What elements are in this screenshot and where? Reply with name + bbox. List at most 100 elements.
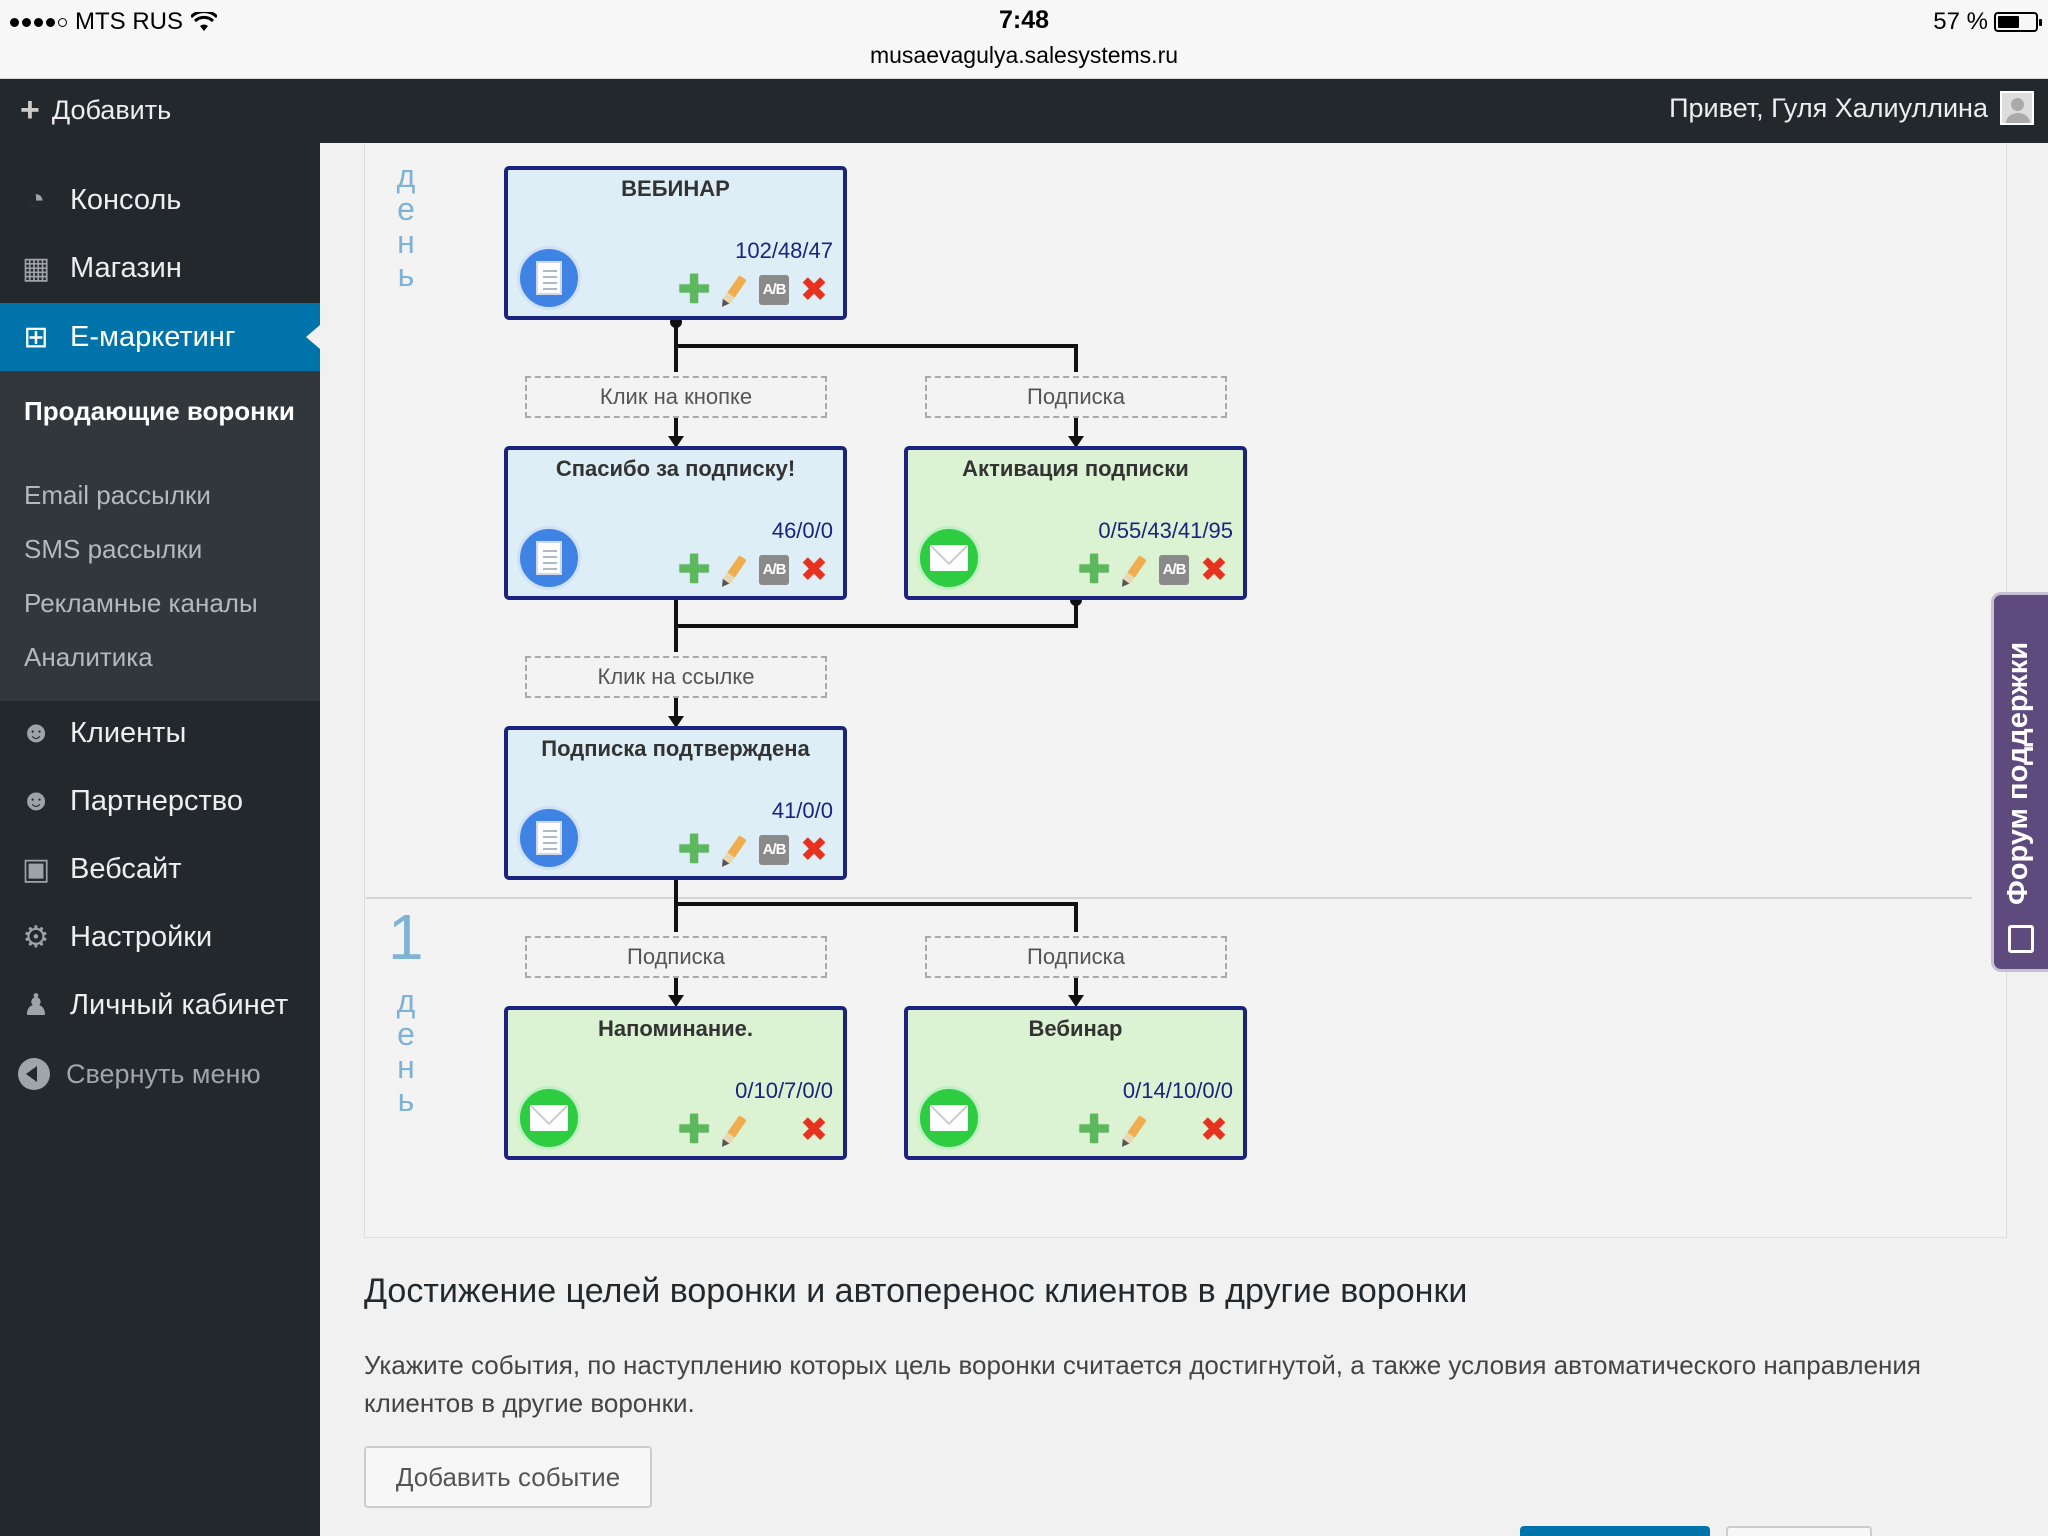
website-icon: ▣ xyxy=(21,852,51,886)
submenu-item-email[interactable]: Email рассылки xyxy=(24,480,211,510)
add-new-label: Добавить xyxy=(51,94,172,125)
sidebar-item-store[interactable]: ▦ Магазин xyxy=(0,234,320,302)
delete-icon[interactable]: ✖ xyxy=(1199,551,1229,589)
edit-pencil-icon[interactable] xyxy=(1118,1114,1150,1146)
add-step-icon[interactable]: ✚ xyxy=(1077,1108,1111,1152)
add-step-icon[interactable]: ✚ xyxy=(677,828,711,872)
add-step-icon[interactable]: ✚ xyxy=(1077,548,1111,592)
sidebar-item-website[interactable]: ▣ Вебсайт xyxy=(0,835,320,903)
edit-pencil-icon[interactable] xyxy=(718,274,750,306)
delete-icon[interactable]: ✖ xyxy=(1199,1111,1229,1149)
submenu-item-sms[interactable]: SMS рассылки xyxy=(24,534,203,564)
avatar[interactable] xyxy=(2000,91,2034,125)
delete-icon[interactable]: ✖ xyxy=(799,1111,829,1149)
add-step-icon[interactable]: ✚ xyxy=(677,268,711,312)
edit-pencil-icon[interactable] xyxy=(718,834,750,866)
condition-click-button[interactable]: Клик на кнопке xyxy=(525,376,827,418)
condition-subscribe[interactable]: Подписка xyxy=(925,376,1227,418)
edit-pencil-icon[interactable] xyxy=(1118,554,1150,586)
submenu xyxy=(0,371,320,701)
secondary-button-partial[interactable] xyxy=(1726,1526,1872,1536)
add-step-icon[interactable]: ✚ xyxy=(677,548,711,592)
address-bar[interactable]: musaevagulya.salesystems.ru xyxy=(869,42,1179,68)
ab-test-icon[interactable]: A/B xyxy=(758,274,790,306)
add-new-button[interactable]: + Добавить xyxy=(20,93,171,127)
collapse-arrow-icon xyxy=(18,1058,50,1090)
node-stats: 41/0/0 xyxy=(771,798,833,823)
add-event-button[interactable]: Добавить событие xyxy=(364,1446,652,1508)
add-step-icon[interactable]: ✚ xyxy=(677,1108,711,1152)
greeting-text: Привет, Гуля Халиуллина xyxy=(1669,92,1988,123)
funnel-node-activation[interactable]: Активация подписки 0/55/43/41/95 ✚ A/B ✖ xyxy=(904,446,1247,600)
node-title: Активация подписки xyxy=(962,456,1189,481)
sidebar-item-label: Консоль xyxy=(70,183,182,216)
day-number-1: 1 xyxy=(388,901,424,973)
ios-status-bar: MTS RUS 7:48 musaevagulya.salesystems.ru… xyxy=(0,0,2048,79)
sidebar-item-label: Е-маркетинг xyxy=(70,320,236,353)
funnel-node-reminder[interactable]: Напоминание. 0/10/7/0/0 ✚ ✖ xyxy=(504,1006,847,1160)
sidebar-item-label: Настройки xyxy=(70,920,213,953)
sidebar-item-console[interactable]: ◔ Консоль xyxy=(0,166,320,234)
clock: 7:48 xyxy=(998,6,1050,34)
carrier: MTS RUS xyxy=(10,8,217,36)
forum-label: Форум поддержки xyxy=(2002,641,2034,905)
funnel-node-confirmed[interactable]: Подписка подтверждена 41/0/0 ✚ A/B ✖ xyxy=(504,726,847,880)
submenu-item-funnels[interactable]: Продающие воронки xyxy=(24,396,295,426)
sidebar-item-profile[interactable]: ♟ Личный кабинет xyxy=(0,971,320,1039)
delete-icon[interactable]: ✖ xyxy=(799,551,829,589)
condition-subscribe-2[interactable]: Подписка xyxy=(525,936,827,978)
sidebar: ◔ Консоль ▦ Магазин ⊞ Е-маркетинг ☻ Клие… xyxy=(0,143,320,1536)
day-separator xyxy=(366,897,1972,899)
submenu-item-analytics[interactable]: Аналитика xyxy=(24,642,153,672)
admin-bar: + Добавить Привет, Гуля Халиуллина xyxy=(0,79,2048,143)
sidebar-item-settings[interactable]: ⚙ Настройки xyxy=(0,903,320,971)
sidebar-item-label: Магазин xyxy=(70,251,182,284)
carrier-name: MTS RUS xyxy=(75,8,183,35)
funnel-node-webinar-2[interactable]: Вебинар 0/14/10/0/0 ✚ ✖ xyxy=(904,1006,1247,1160)
collapse-label: Свернуть меню xyxy=(66,1058,261,1089)
node-stats: 0/14/10/0/0 xyxy=(1122,1078,1233,1103)
node-title: Подписка подтверждена xyxy=(541,736,810,761)
section-title: Достижение целей воронки и автоперенос к… xyxy=(364,1272,1468,1310)
support-forum-tab[interactable]: Форум поддержки xyxy=(1991,592,2048,972)
page-icon[interactable] xyxy=(517,526,581,590)
plus-icon: + xyxy=(20,91,40,129)
node-stats: 102/48/47 xyxy=(735,238,833,263)
sidebar-item-clients[interactable]: ☻ Клиенты xyxy=(0,699,320,767)
sidebar-item-partners[interactable]: ☻ Партнерство xyxy=(0,767,320,835)
funnel-node-webinar[interactable]: ВЕБИНАР 102/48/47 ✚ A/B ✖ xyxy=(504,166,847,320)
submenu-item-ad-channels[interactable]: Рекламные каналы xyxy=(24,588,258,618)
node-stats: 0/55/43/41/95 xyxy=(1098,518,1233,543)
edit-pencil-icon[interactable] xyxy=(718,554,750,586)
page-icon[interactable] xyxy=(517,806,581,870)
email-icon[interactable] xyxy=(917,1086,981,1150)
sidebar-item-label: Вебсайт xyxy=(70,852,182,885)
battery-icon xyxy=(1994,12,2042,32)
users-icon: ☻ xyxy=(20,716,52,749)
email-icon[interactable] xyxy=(917,526,981,590)
ab-test-icon[interactable]: A/B xyxy=(758,834,790,866)
edit-pencil-icon[interactable] xyxy=(718,1114,750,1146)
sidebar-item-emarketing[interactable]: ⊞ Е-маркетинг xyxy=(0,303,320,371)
sidebar-item-label: Личный кабинет xyxy=(70,988,289,1021)
primary-button-partial[interactable] xyxy=(1520,1526,1710,1536)
page-icon[interactable] xyxy=(517,246,581,310)
node-title: Вебинар xyxy=(1028,1016,1123,1041)
signal-icon xyxy=(10,17,67,27)
active-indicator xyxy=(306,325,320,349)
user-greeting[interactable]: Привет, Гуля Халиуллина xyxy=(1669,91,2034,125)
ab-test-icon[interactable]: A/B xyxy=(1158,554,1190,586)
condition-click-link[interactable]: Клик на ссылке xyxy=(525,656,827,698)
gear-icon: ⚙ xyxy=(22,920,50,954)
funnel-node-thanks[interactable]: Спасибо за подписку! 46/0/0 ✚ A/B ✖ xyxy=(504,446,847,600)
delete-icon[interactable]: ✖ xyxy=(799,831,829,869)
ab-test-icon[interactable]: A/B xyxy=(758,554,790,586)
condition-subscribe-3[interactable]: Подписка xyxy=(925,936,1227,978)
email-icon[interactable] xyxy=(517,1086,581,1150)
battery: 57 % xyxy=(1933,8,2042,36)
collapse-menu-button[interactable]: Свернуть меню xyxy=(0,1040,320,1108)
delete-icon[interactable]: ✖ xyxy=(799,271,829,309)
